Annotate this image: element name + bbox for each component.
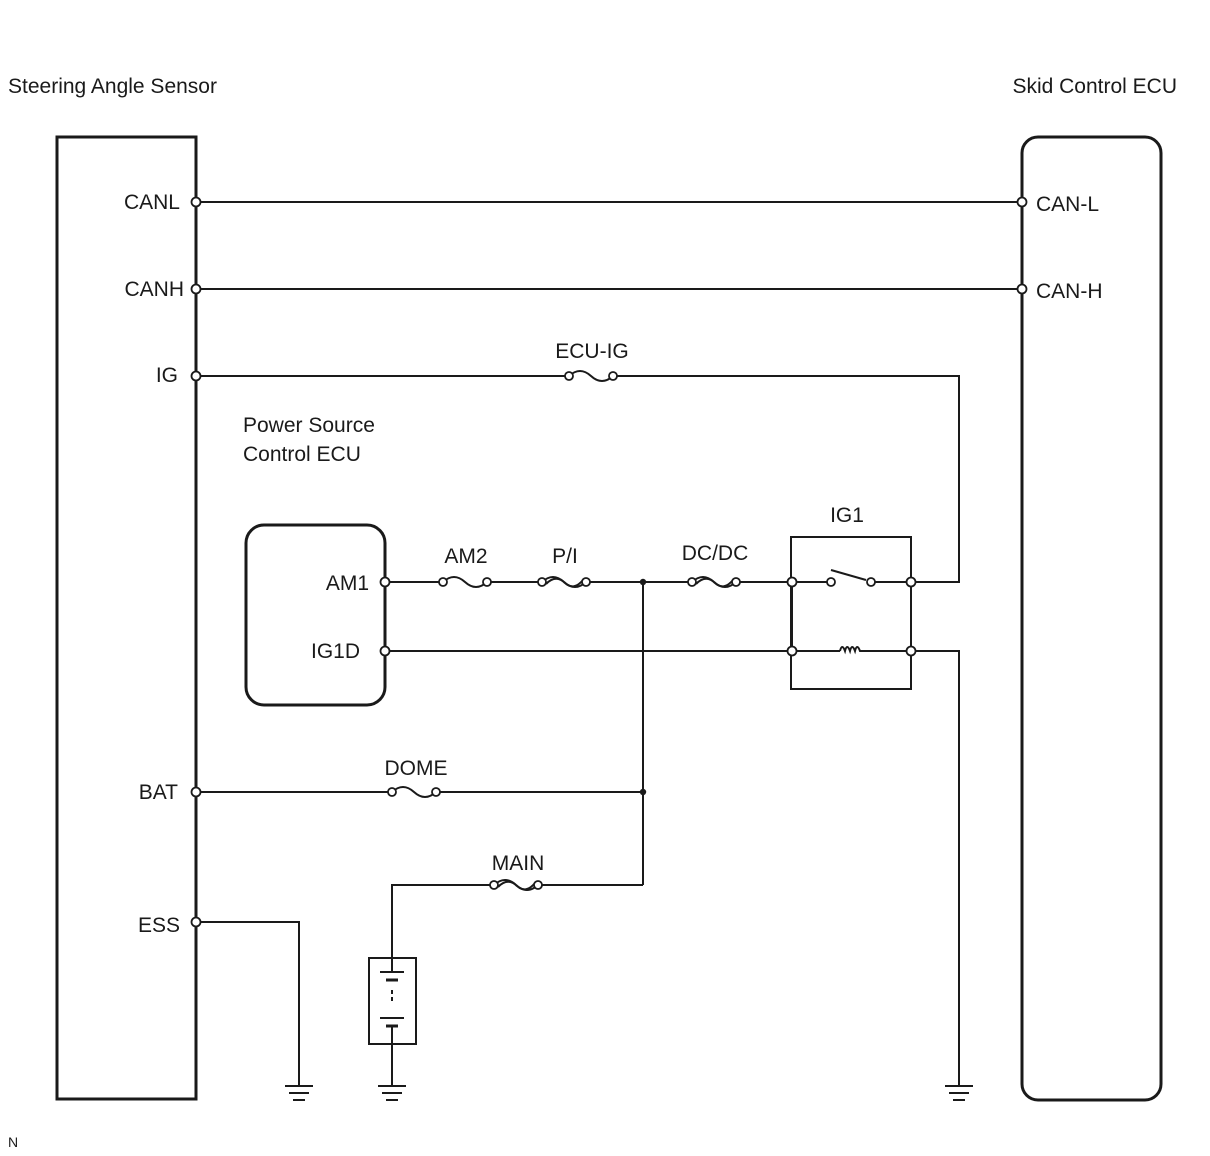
fuse-dome [391, 786, 437, 798]
fuse-dcdc-link [695, 577, 734, 588]
pin-canl-label: CANL [124, 191, 180, 214]
power-source-ecu-title-line2: Control ECU [243, 443, 361, 466]
terminals [190, 196, 1028, 928]
power-source-ecu-title-line1: Power Source [243, 414, 375, 437]
splice-bat-bus [639, 788, 647, 796]
ig1-relay-box [790, 536, 912, 690]
pin-can-l-label: CAN-L [1036, 193, 1099, 216]
pin-ig1d-label: IG1D [311, 640, 360, 663]
fuse-am2-label: AM2 [444, 545, 487, 568]
power-source-ecu-box [244, 523, 387, 707]
pin-ig-label: IG [156, 364, 178, 387]
steering-angle-sensor-box [55, 135, 198, 1101]
pin-can-h-label: CAN-H [1036, 280, 1103, 303]
ig1-relay-switch-contact [830, 569, 867, 581]
splice-am1-bus [639, 578, 647, 586]
ground-icon-ess [285, 1085, 313, 1101]
fuse-main-link [497, 880, 536, 891]
skid-control-ecu-title: Skid Control ECU [1012, 75, 1177, 98]
pin-canh-label: CANH [124, 278, 184, 301]
fuse-ecu-ig-label: ECU-IG [555, 340, 629, 363]
fuse-am2 [442, 576, 488, 588]
fuse-ecu-ig [568, 370, 614, 382]
pin-ess-label: ESS [138, 914, 180, 937]
fuse-dome-label: DOME [385, 757, 448, 780]
ig1-relay-label: IG1 [830, 504, 864, 527]
ground-icon-battery [378, 1085, 406, 1101]
main-wire [391, 884, 643, 958]
battery-symbol [380, 958, 404, 1044]
ig1-relay-coil-wires [792, 650, 960, 1085]
pin-bat-label: BAT [139, 781, 178, 804]
fuse-dcdc-label: DC/DC [682, 542, 749, 565]
ground-icon-relay [945, 1085, 973, 1101]
ess-wire [196, 921, 300, 1085]
ig-wire [196, 375, 960, 583]
steering-angle-sensor-title: Steering Angle Sensor [8, 75, 217, 98]
skid-control-ecu-box [1020, 135, 1163, 1102]
pin-am1-label: AM1 [326, 572, 369, 595]
fuse-main-label: MAIN [492, 852, 545, 875]
fuse-pi-link [545, 577, 584, 588]
ig1-relay-coil [839, 646, 862, 655]
corner-mark: N [8, 1134, 18, 1150]
fuse-pi-label: P/I [552, 545, 578, 568]
